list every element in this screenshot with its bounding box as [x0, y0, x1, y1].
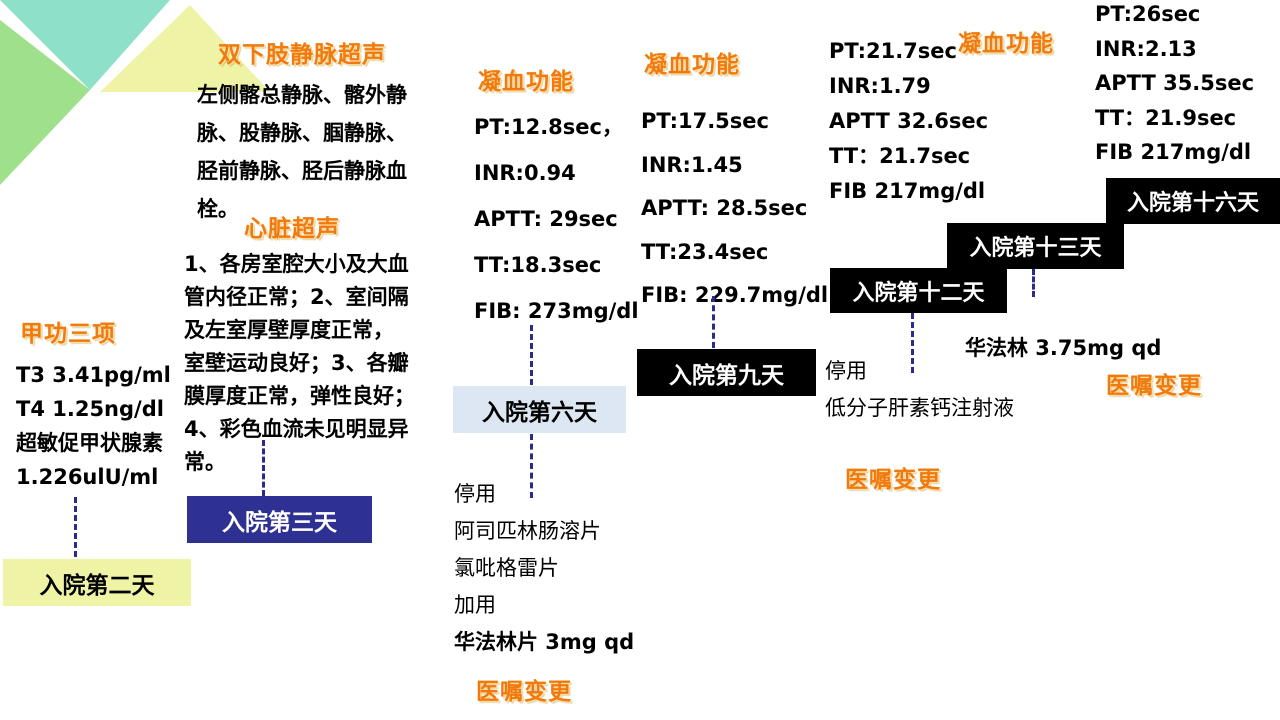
order-line: 加用 — [454, 593, 496, 617]
order-change-header-day13: 医嘱变更 — [1106, 373, 1202, 399]
thyroid-line: T4 1.25ng/dl — [16, 397, 164, 421]
coag-line: INR:2.13 — [1095, 36, 1197, 61]
thyroid-line: 1.226ulU/ml — [16, 465, 159, 489]
thyroid-line: 超敏促甲状腺素 — [16, 431, 163, 455]
coag-line: PT:26sec — [1095, 2, 1201, 26]
coag-line: FIB 217mg/dl — [829, 179, 986, 203]
echo-line: 1、各房室腔大小及大血 — [184, 252, 409, 276]
coag-header-day9: 凝血功能 — [644, 52, 740, 78]
connector-day13 — [1032, 269, 1035, 297]
order-line: 华法林片 3mg qd — [454, 630, 635, 654]
leg-ultrasound-header: 双下肢静脉超声 — [218, 42, 386, 68]
ultrasound-line: 栓。 — [197, 197, 239, 221]
thyroid-results: T3 3.41pg/ml T4 1.25ng/dl 超敏促甲状腺素 1.226u… — [16, 358, 171, 494]
timeline-box-day13: 入院第十三天 — [947, 223, 1124, 269]
ultrasound-line: 左侧髂总静脉、髂外静 — [197, 83, 407, 107]
thyroid-line: T3 3.41pg/ml — [16, 363, 171, 387]
coag-header-day6: 凝血功能 — [478, 69, 574, 95]
order-line: 阿司匹林肠溶片 — [454, 519, 601, 543]
coag-results-day6: PT:12.8sec， INR:0.94 APTT: 29sec TT:18.3… — [474, 104, 639, 334]
echo-line: 常。 — [184, 450, 226, 474]
order-line: 低分子肝素钙注射液 — [825, 396, 1014, 420]
timeline-box-day9: 入院第九天 — [637, 349, 816, 396]
timeline-box-day6: 入院第六天 — [453, 386, 626, 433]
order-change-day12: 停用 低分子肝素钙注射液 — [825, 353, 1014, 427]
order-change-day6: 停用 阿司匹林肠溶片 氯吡格雷片 加用 华法林片 3mg qd — [454, 476, 634, 661]
echo-line: 膜厚度正常，弹性良好； — [184, 384, 415, 408]
coag-line: FIB: 273mg/dl — [474, 299, 639, 323]
coag-line: PT:12.8sec， — [474, 115, 623, 139]
coag-line: APTT 35.5sec — [1095, 71, 1255, 95]
coag-line: TT：21.9sec — [1095, 105, 1237, 130]
connector-day6-top — [530, 325, 533, 385]
coag-results-day13: PT:21.7sec INR:1.79 APTT 32.6sec TT：21.7… — [829, 34, 988, 209]
echo-header: 心脏超声 — [244, 216, 340, 242]
order-line: 停用 — [454, 482, 496, 506]
coag-line: PT:17.5sec — [641, 109, 769, 133]
echo-line: 及左室厚壁厚度正常， — [184, 318, 394, 342]
order-line: 停用 — [825, 359, 867, 383]
thyroid-header: 甲功三项 — [20, 321, 116, 347]
echo-line: 4、彩色血流未见明显异 — [184, 417, 409, 441]
order-change-header-day12: 医嘱变更 — [845, 467, 941, 493]
connector-day3 — [262, 440, 265, 496]
echo-text: 1、各房室腔大小及大血 管内径正常；2、室间隔 及左室厚壁厚度正常， 室壁运动良… — [184, 248, 415, 479]
coag-line: PT:21.7sec — [829, 39, 957, 63]
corner-decoration — [0, 0, 270, 185]
connector-day2 — [74, 497, 77, 557]
coag-line: FIB 217mg/dl — [1095, 140, 1252, 164]
connector-day9 — [712, 296, 715, 348]
order-change-header-day6: 医嘱变更 — [476, 679, 572, 705]
coag-line: TT:23.4sec — [641, 239, 769, 264]
coag-line: APTT: 28.5sec — [641, 196, 808, 220]
timeline-box-day3: 入院第三天 — [187, 496, 372, 543]
echo-line: 管内径正常；2、室间隔 — [184, 285, 409, 309]
coag-line: APTT 32.6sec — [829, 109, 989, 133]
ultrasound-line: 胫前静脉、胫后静脉血 — [197, 159, 407, 183]
coag-line: INR:1.45 — [641, 152, 743, 177]
coag-line: FIB: 229.7mg/dl — [641, 283, 829, 307]
coag-line: INR:0.94 — [474, 161, 576, 185]
coag-line: APTT: 29sec — [474, 207, 618, 231]
order-line: 氯吡格雷片 — [454, 556, 559, 580]
coag-results-day16: PT:26sec INR:2.13 APTT 35.5sec TT：21.9se… — [1095, 0, 1254, 170]
connector-day12 — [911, 313, 914, 373]
coag-line: TT：21.7sec — [829, 144, 971, 168]
coag-line: TT:18.3sec — [474, 253, 602, 277]
coag-line: INR:1.79 — [829, 74, 931, 98]
order-change-day13: 华法林 3.75mg qd — [965, 336, 1162, 360]
leg-ultrasound-text: 左侧髂总静脉、髂外静 脉、股静脉、腘静脉、 胫前静脉、胫后静脉血 栓。 — [197, 76, 407, 228]
timeline-box-day12: 入院第十二天 — [830, 268, 1007, 313]
coag-results-day9: PT:17.5sec INR:1.45 APTT: 28.5sec TT:23.… — [641, 100, 828, 318]
timeline-box-day16: 入院第十六天 — [1106, 178, 1280, 224]
coag-header-day13: 凝血功能 — [958, 31, 1054, 57]
connector-day6-bottom — [530, 434, 533, 498]
echo-line: 室壁运动良好；3、各瓣 — [184, 351, 409, 375]
ultrasound-line: 脉、股静脉、腘静脉、 — [197, 121, 407, 145]
timeline-box-day2: 入院第二天 — [3, 559, 191, 606]
